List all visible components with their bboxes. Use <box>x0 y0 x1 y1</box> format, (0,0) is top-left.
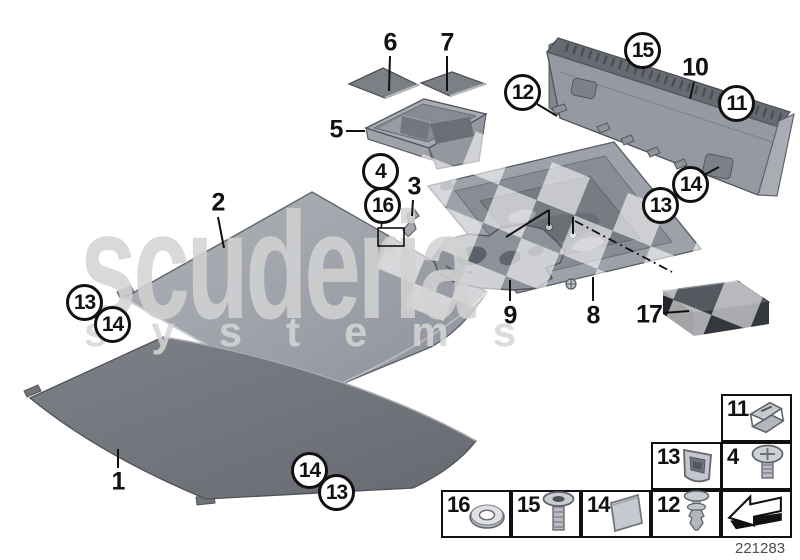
callout-4: 4 <box>362 153 399 190</box>
label-7: 7 <box>440 28 455 57</box>
legend-cell-14: 14 <box>581 490 651 538</box>
part-3-clamp <box>402 209 420 238</box>
legend-cell-13: 13 <box>651 442 722 490</box>
callout-13-number: 13 <box>73 290 96 314</box>
label-3: 3 <box>407 172 422 201</box>
callout-15: 15 <box>624 32 661 69</box>
legend-cell-15: 15 <box>511 490 581 538</box>
callout-16-number: 16 <box>371 193 394 217</box>
label-9: 9 <box>503 301 518 330</box>
callout-13-bottom: 13 <box>318 474 355 511</box>
callout-16: 16 <box>364 187 401 224</box>
label-6: 6 <box>383 28 398 57</box>
legend-cell-4: 4 <box>721 442 792 490</box>
label-5: 5 <box>329 115 344 144</box>
callout-13-number: 13 <box>325 480 348 504</box>
legend-16-number: 16 <box>447 492 471 517</box>
expanding-rivet-icon <box>683 490 710 531</box>
callout-14-left: 14 <box>94 306 131 343</box>
pan-head-screw-icon <box>751 444 784 479</box>
direction-arrow-icon <box>727 494 782 530</box>
callout-14-number: 14 <box>679 172 702 196</box>
label-17: 17 <box>636 300 663 329</box>
legend-cell-11: 11 <box>721 394 792 442</box>
part-17-rubber-block <box>661 280 771 336</box>
callout-12-number: 12 <box>511 80 534 104</box>
part-9-foam-insert <box>432 223 566 291</box>
spring-clip-icon <box>748 401 785 434</box>
legend-12-number: 12 <box>657 492 681 517</box>
callout-15-number: 15 <box>631 38 654 62</box>
callout-14-number: 14 <box>298 458 321 482</box>
legend-4-number: 4 <box>727 444 739 469</box>
callout-14-number: 14 <box>101 312 124 336</box>
callout-13-number: 13 <box>649 193 672 217</box>
label-2: 2 <box>211 188 226 217</box>
legend-cell-12: 12 <box>651 490 721 538</box>
diagram-number: 221283 <box>735 540 786 557</box>
label-1: 1 <box>111 467 126 496</box>
part-1-trunk-floor-panel-lower <box>23 336 477 506</box>
callout-13-sill: 13 <box>642 187 679 224</box>
legend-cell-arrow <box>721 490 792 538</box>
callout-4-number: 4 <box>375 159 387 183</box>
legend-15-number: 15 <box>517 492 541 517</box>
washer-icon <box>469 504 505 529</box>
legend-14-number: 14 <box>587 492 611 517</box>
callout-11-number: 11 <box>726 91 747 115</box>
legend-cell-16: 16 <box>441 490 511 538</box>
callout-12: 12 <box>504 74 541 111</box>
grommet-clip-icon <box>683 448 712 483</box>
part-7-rubber-mat <box>419 71 487 98</box>
callout-11: 11 <box>718 85 755 122</box>
countersunk-screw-icon <box>542 491 575 531</box>
label-10: 10 <box>682 53 709 82</box>
label-8: 8 <box>586 301 601 330</box>
adhesive-pad-icon <box>610 493 643 533</box>
part-6-rubber-mat <box>347 67 420 100</box>
